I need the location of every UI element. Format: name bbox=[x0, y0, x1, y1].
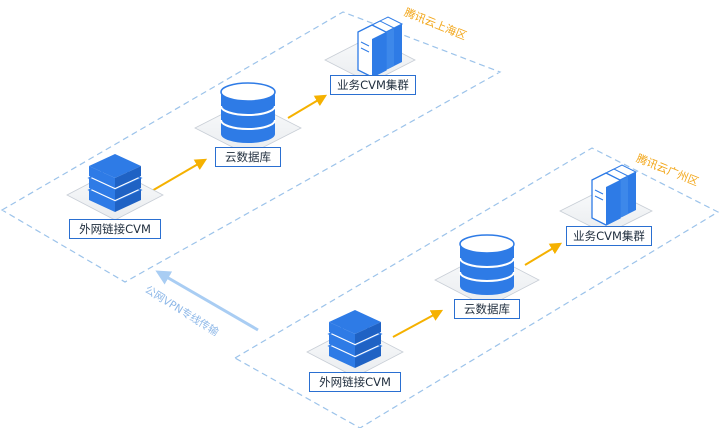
vpn-link-arrow bbox=[155, 270, 259, 332]
cluster-label-guangzhou: 业务CVM集群 bbox=[566, 226, 652, 246]
arrow-icon bbox=[524, 242, 563, 266]
cluster-label-shanghai: 业务CVM集群 bbox=[330, 75, 416, 95]
arrow-icon bbox=[392, 309, 444, 338]
arrow-icon bbox=[287, 94, 328, 119]
server-cluster-icon bbox=[591, 164, 638, 226]
gateway-cvm-label-guangzhou: 外网链接CVM bbox=[309, 372, 401, 392]
server-stack-icon bbox=[87, 154, 143, 212]
database-label-shanghai: 云数据库 bbox=[215, 147, 281, 167]
server-cluster-icon bbox=[357, 16, 404, 78]
gateway-cvm-label-shanghai: 外网链接CVM bbox=[69, 219, 161, 239]
database-icon bbox=[220, 82, 276, 143]
region-zone-shanghai bbox=[0, 11, 502, 283]
database-label-guangzhou: 云数据库 bbox=[454, 299, 520, 319]
server-stack-icon bbox=[327, 310, 383, 368]
arrow-icon bbox=[149, 158, 208, 193]
region-zone-guangzhou bbox=[233, 147, 720, 428]
database-icon bbox=[459, 234, 515, 295]
